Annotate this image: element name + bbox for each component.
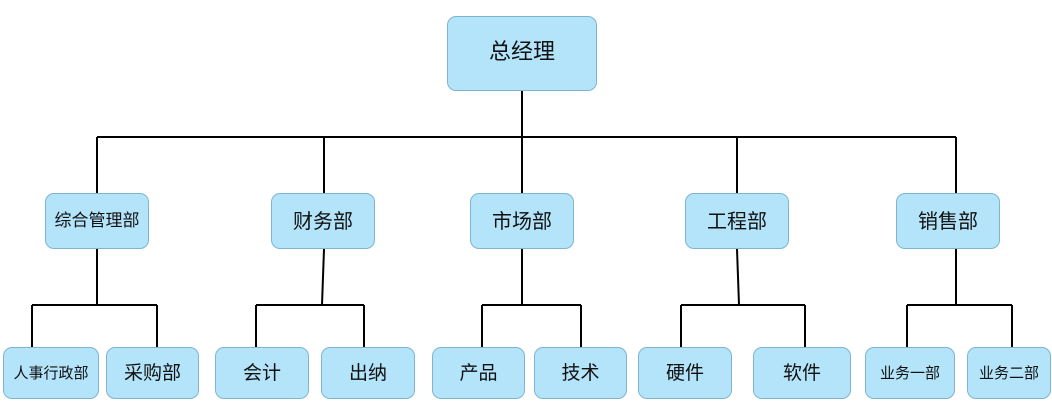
node-dept-marketing: 市场部 xyxy=(470,193,574,249)
node-label: 采购部 xyxy=(123,361,181,384)
node-team-business-2: 业务二部 xyxy=(967,347,1051,399)
node-label: 销售部 xyxy=(918,209,978,233)
node-label: 综合管理部 xyxy=(54,210,140,231)
node-general-manager: 总经理 xyxy=(447,16,597,91)
node-label: 出纳 xyxy=(348,361,387,384)
node-dept-finance: 财务部 xyxy=(271,193,375,249)
node-label: 财务部 xyxy=(293,209,353,233)
node-dept-engineering: 工程部 xyxy=(685,193,789,249)
node-team-software: 软件 xyxy=(753,347,851,399)
node-team-cashier: 出纳 xyxy=(321,347,415,399)
node-team-product: 产品 xyxy=(432,347,525,399)
node-label: 技术 xyxy=(561,361,600,384)
node-label: 工程部 xyxy=(707,209,767,233)
node-team-hardware: 硬件 xyxy=(638,347,732,399)
node-label: 人事行政部 xyxy=(13,364,89,382)
node-label: 总经理 xyxy=(488,40,555,66)
node-label: 业务二部 xyxy=(978,364,1039,382)
node-team-technology: 技术 xyxy=(534,347,627,399)
node-dept-sales: 销售部 xyxy=(896,193,1000,249)
node-label: 业务一部 xyxy=(879,364,940,382)
node-team-procurement: 采购部 xyxy=(106,347,199,399)
node-team-hr-admin: 人事行政部 xyxy=(3,347,99,399)
node-label: 会计 xyxy=(242,361,281,384)
node-label: 硬件 xyxy=(665,361,704,384)
connector-dept-1-down xyxy=(321,248,325,306)
node-label: 市场部 xyxy=(492,209,552,233)
node-dept-general-management: 综合管理部 xyxy=(45,193,149,249)
connector-dept-3-down xyxy=(736,248,740,306)
node-team-accounting: 会计 xyxy=(215,347,309,399)
node-label: 产品 xyxy=(459,361,498,384)
node-label: 软件 xyxy=(782,361,821,384)
node-team-business-1: 业务一部 xyxy=(865,347,955,399)
